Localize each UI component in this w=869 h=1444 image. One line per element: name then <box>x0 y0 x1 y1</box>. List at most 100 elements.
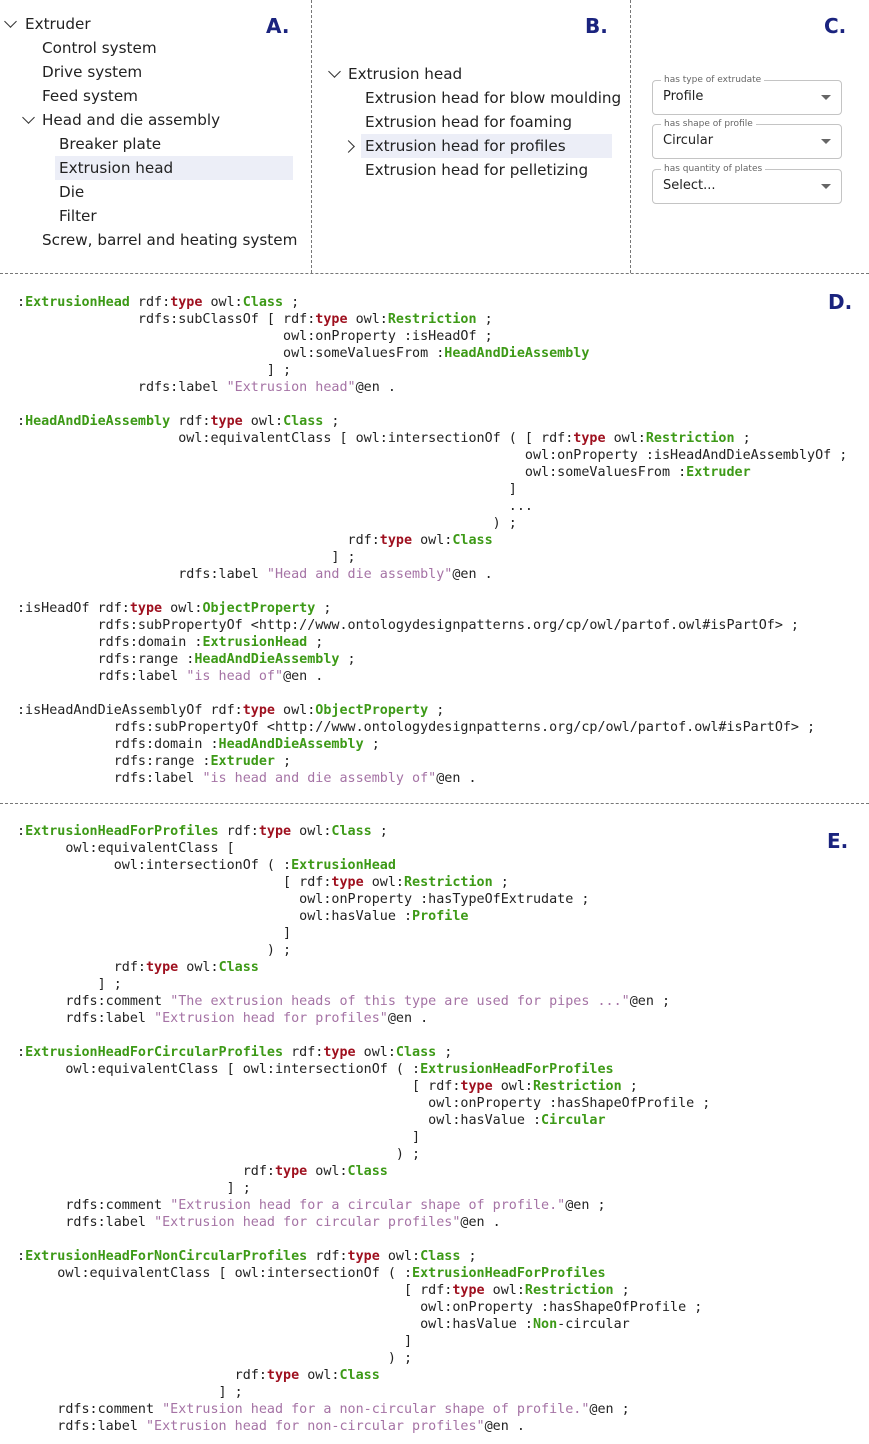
code-token: ExtrusionHeadForCircularProfiles <box>25 1045 284 1060</box>
code-token: : <box>17 1045 26 1060</box>
chevron-down-icon[interactable] <box>328 65 341 78</box>
tree-item-foaming[interactable]: Extrusion head for foaming <box>365 110 572 134</box>
tree-item-extruder[interactable]: Extruder <box>25 12 91 36</box>
code-token: ] <box>17 1334 413 1349</box>
code-token: rdf: <box>307 1249 348 1264</box>
code-token: ] <box>17 1130 421 1145</box>
code-line <box>17 685 847 702</box>
code-line: :ExtrusionHeadForProfiles rdf:type owl:C… <box>17 823 710 840</box>
code-token: ; <box>363 737 380 752</box>
tree-item-pelletizing[interactable]: Extrusion head for pelletizing <box>365 158 588 182</box>
tree-item-label: Extrusion head for profiles <box>365 137 566 155</box>
code-token: @en ; <box>589 1402 630 1417</box>
code-token: rdfs:range : <box>17 652 195 667</box>
tree-item-breaker-plate[interactable]: Breaker plate <box>59 132 161 156</box>
code-token: "The extrusion heads of this type are us… <box>170 994 630 1009</box>
code-token: rdf: <box>17 533 380 548</box>
tree-item-feed-system[interactable]: Feed system <box>42 84 138 108</box>
select-legend: has quantity of plates <box>661 163 766 175</box>
code-token: rdfs:label <box>17 669 187 684</box>
code-token: owl: <box>347 312 388 327</box>
tree-item-extrusion-head[interactable]: Extrusion head <box>55 156 293 180</box>
code-line: owl:onProperty :hasShapeOfProfile ; <box>17 1095 710 1112</box>
code-token: rdfs:domain : <box>17 737 219 752</box>
tree-item-control-system[interactable]: Control system <box>42 36 157 60</box>
code-token: ExtrusionHeadForProfiles <box>420 1062 614 1077</box>
code-line: rdfs:label "Extrusion head for profiles"… <box>17 1010 710 1027</box>
dropdown-caret-icon[interactable] <box>821 95 831 100</box>
select-shape-of-profile[interactable]: has shape of profile Circular <box>652 118 842 159</box>
code-line: rdf:type owl:Class <box>17 1367 710 1384</box>
code-token: owl:hasValue : <box>17 1317 533 1332</box>
code-token: @en . <box>452 567 493 582</box>
code-token: HeadAndDieAssembly <box>194 652 340 667</box>
code-token: type <box>266 1368 300 1383</box>
code-token: owl: <box>274 703 316 718</box>
code-token: @en . <box>436 771 477 786</box>
code-token: [ rdf: <box>17 875 332 890</box>
code-line: ] <box>17 1333 710 1350</box>
code-token: owl:onProperty :hasShapeOfProfile ; <box>17 1096 711 1111</box>
code-token: @en ; <box>565 1198 606 1213</box>
code-token: :isHeadOf rdf: <box>17 601 130 616</box>
code-token: "Extrusion head for circular profiles" <box>154 1215 461 1230</box>
dropdown-caret-icon[interactable] <box>821 184 831 189</box>
select-quantity-of-plates[interactable]: has quantity of plates Select... <box>652 163 842 204</box>
chevron-right-icon[interactable] <box>342 140 355 153</box>
code-token: Restriction <box>387 312 477 327</box>
code-token: Extruder <box>210 754 275 769</box>
code-line: :ExtrusionHead rdf:type owl:Class ; <box>17 294 847 311</box>
chevron-down-icon[interactable] <box>4 15 17 28</box>
code-token: rdfs:label <box>17 1419 146 1434</box>
code-line: rdfs:range :HeadAndDieAssembly ; <box>17 651 847 668</box>
code-token: ObjectProperty <box>315 703 429 718</box>
code-line: owl:hasValue :Non-circular <box>17 1316 710 1333</box>
code-line: owl:equivalentClass [ owl:intersectionOf… <box>17 430 847 447</box>
code-token: owl:onProperty :hasTypeOfExtrudate ; <box>17 892 590 907</box>
code-token: -circular <box>557 1317 630 1332</box>
tree-item-head-and-die-assembly[interactable]: Head and die assembly <box>42 108 220 132</box>
select-legend: has type of extrudate <box>661 74 765 86</box>
code-token: rdfs:domain : <box>17 635 203 650</box>
chevron-down-icon[interactable] <box>22 111 35 124</box>
tree-item-filter[interactable]: Filter <box>59 204 97 228</box>
code-token: rdfs:comment <box>17 994 171 1009</box>
code-token: [ rdf: <box>17 1283 453 1298</box>
tree-item-label: Head and die assembly <box>42 111 221 129</box>
tree-item-label: Filter <box>59 207 97 225</box>
code-token: owl: <box>299 1368 340 1383</box>
tree-item-screw-barrel-heating[interactable]: Screw, barrel and heating system <box>42 228 297 252</box>
tree-item-label: Drive system <box>42 63 143 81</box>
code-token: ; <box>371 824 388 839</box>
code-token: Non <box>532 1317 558 1332</box>
separator-ab <box>311 0 312 273</box>
code-line: ) ; <box>17 942 710 959</box>
code-token: ExtrusionHead <box>202 635 308 650</box>
select-type-of-extrudate[interactable]: has type of extrudate Profile <box>652 74 842 115</box>
code-token: rdf: <box>17 960 146 975</box>
code-token: type <box>347 1249 380 1264</box>
dropdown-caret-icon[interactable] <box>821 139 831 144</box>
code-token: owl:onProperty :isHeadAndDieAssemblyOf ; <box>17 448 848 463</box>
tree-item-blow-moulding[interactable]: Extrusion head for blow moulding <box>365 86 621 110</box>
code-token: rdfs:comment <box>17 1402 163 1417</box>
code-token: ; <box>476 312 493 327</box>
code-token: : <box>17 824 26 839</box>
tree-item-drive-system[interactable]: Drive system <box>42 60 142 84</box>
tree-item-label: Extrusion head for foaming <box>365 113 572 131</box>
code-token: "Extrusion head for non-circular profile… <box>146 1419 485 1434</box>
code-token: ExtrusionHeadForNonCircularProfiles <box>25 1249 308 1264</box>
code-line: rdfs:comment "Extrusion head for a circu… <box>17 1197 710 1214</box>
code-token: rdf: <box>17 1368 267 1383</box>
code-line: rdfs:domain :ExtrusionHead ; <box>17 634 847 651</box>
tree-item-profiles[interactable]: Extrusion head for profiles <box>361 134 612 158</box>
tree-item-die[interactable]: Die <box>59 180 84 204</box>
code-line <box>17 583 847 600</box>
tree-item-extrusion-head[interactable]: Extrusion head <box>348 62 462 86</box>
code-token: "is head and die assembly of" <box>202 771 437 786</box>
code-token: "is head of" <box>186 669 284 684</box>
code-token: Class <box>218 960 259 975</box>
code-token: owl:hasValue : <box>17 1113 542 1128</box>
code-line: :isHeadAndDieAssemblyOf rdf:type owl:Obj… <box>17 702 847 719</box>
code-token: ExtrusionHeadForProfiles <box>412 1266 606 1281</box>
